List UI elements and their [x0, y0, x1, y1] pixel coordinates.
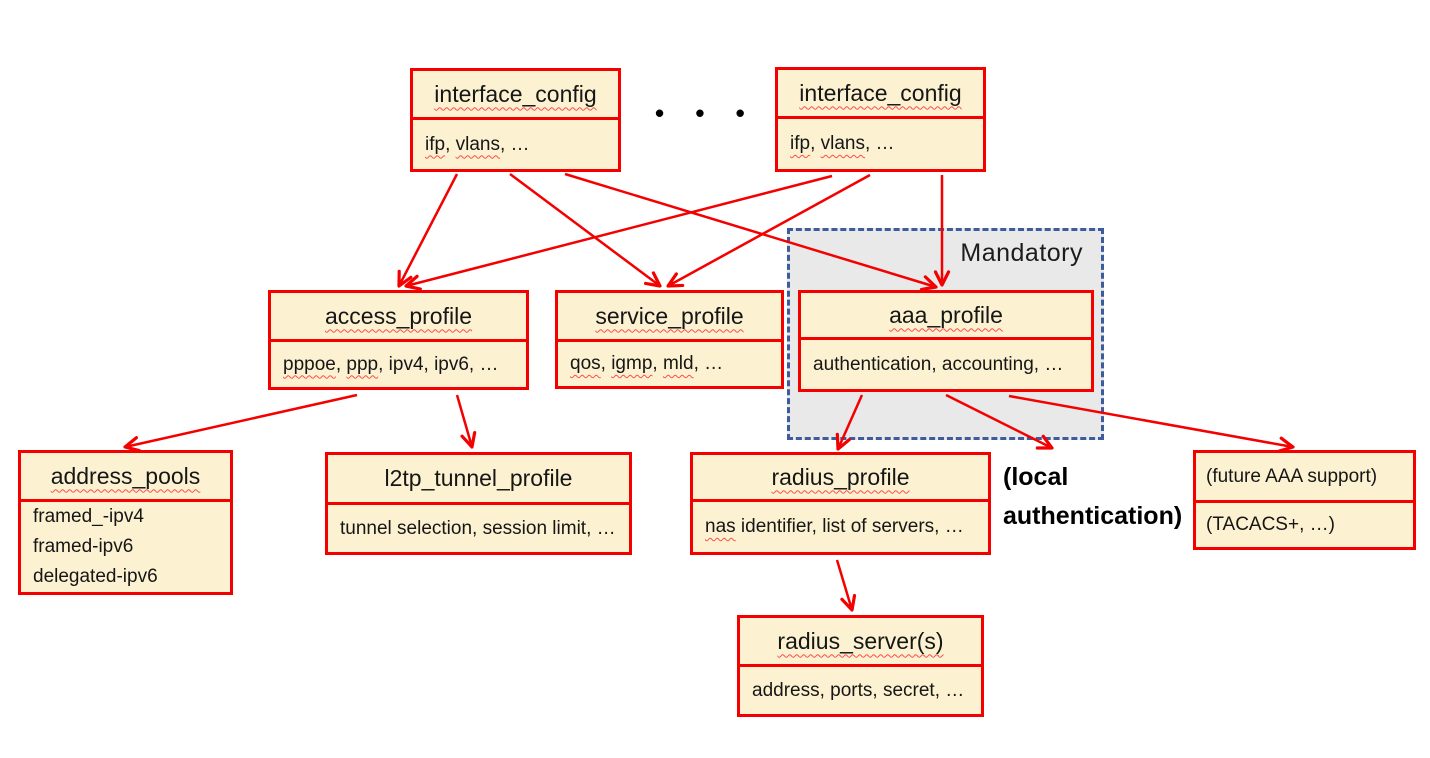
local-authentication-note: (local authentication) — [1003, 458, 1182, 536]
box-body: authentication, accounting, … — [801, 340, 1091, 389]
body-text-segment: ifp — [790, 133, 811, 154]
body-text-segment: , ipv4, ipv6, … — [378, 353, 499, 375]
body-text-segment: , … — [865, 133, 895, 154]
box-body-line: ifp, vlans, … — [425, 130, 618, 160]
arrow-access-to-address-pools — [123, 393, 358, 453]
box-radius-profile: radius_profile nas identifier, list of s… — [690, 452, 991, 555]
body-text-segment: , — [652, 353, 663, 374]
box-body: nas identifier, list of servers, … — [693, 502, 988, 552]
box-title: service_profile — [558, 293, 781, 342]
body-text-segment: vlans — [820, 133, 865, 154]
box-interface-config-right: interface_config ifp, vlans, … — [775, 67, 986, 172]
box-service-profile: service_profile qos, igmp, mld, … — [555, 290, 784, 389]
box-title-text: l2tp_tunnel_profile — [384, 465, 573, 491]
box-body-line: (TACACS+, …) — [1206, 510, 1413, 540]
body-text-segment: vlans — [455, 133, 500, 155]
box-body: tunnel selection, session limit, … — [328, 505, 629, 552]
box-title-text: address_pools — [50, 462, 201, 489]
body-text-segment: pppoe — [283, 353, 336, 375]
box-title: address_pools — [21, 453, 230, 502]
arrow-ifc-left-to-service-profile — [509, 172, 662, 288]
box-radius-servers: radius_server(s) address, ports, secret,… — [737, 615, 984, 717]
box-body-line: framed-ipv6 — [33, 532, 230, 562]
local-auth-line2: authentication) — [1003, 502, 1183, 530]
body-text-segment: identifier, list of servers, … — [735, 516, 964, 537]
arrow-access-to-l2tp-tunnel — [455, 394, 477, 449]
body-text-segment: address, ports, secret, … — [752, 679, 965, 701]
body-text-segment: ppp — [346, 353, 379, 375]
box-body: qos, igmp, mld, … — [558, 342, 781, 386]
local-auth-line1: (local — [1003, 463, 1069, 491]
box-title-text: access_profile — [324, 302, 473, 329]
body-text-segment: authentication, accounting, … — [813, 353, 1064, 375]
body-text-segment: delegated-ipv6 — [33, 566, 158, 587]
box-access-profile: access_profile pppoe, ppp, ipv4, ipv6, … — [268, 290, 529, 390]
arrow-ifc-left-to-access-profile — [397, 173, 459, 288]
box-body: (TACACS+, …) — [1196, 503, 1413, 547]
box-title: l2tp_tunnel_profile — [328, 455, 629, 505]
body-text-segment: , … — [693, 353, 724, 374]
body-text-segment: (TACACS+, …) — [1206, 514, 1335, 535]
box-body: pppoe, ppp, ipv4, ipv6, … — [271, 342, 526, 387]
box-body-line: nas identifier, list of servers, … — [705, 512, 988, 542]
box-body-line: ifp, vlans, … — [790, 129, 983, 159]
arrow-ifc-right-to-access-profile — [404, 174, 833, 291]
box-future-aaa-support: (future AAA support) (TACACS+, …) — [1193, 450, 1416, 550]
box-title-text: aaa_profile — [889, 301, 1003, 328]
box-body-line: framed_-ipv4 — [33, 502, 230, 532]
box-interface-config-left: interface_config ifp, vlans, … — [410, 68, 621, 172]
box-title-text: interface_config — [434, 80, 597, 107]
box-title: interface_config — [778, 70, 983, 119]
box-body-line: qos, igmp, mld, … — [570, 349, 781, 379]
box-body-line: authentication, accounting, … — [813, 350, 1091, 380]
box-title-text: (future AAA support) — [1206, 465, 1378, 487]
body-text-segment: , — [600, 353, 612, 374]
box-body-line: address, ports, secret, … — [752, 676, 981, 706]
body-text-segment: mld — [662, 353, 694, 374]
box-title: (future AAA support) — [1196, 453, 1413, 503]
box-title: interface_config — [413, 71, 618, 120]
box-aaa-profile: aaa_profile authentication, accounting, … — [798, 290, 1094, 392]
body-text-segment: , — [335, 353, 347, 375]
box-body-line: delegated-ipv6 — [33, 562, 230, 592]
mandatory-label: Mandatory — [960, 239, 1083, 267]
box-title: radius_profile — [693, 455, 988, 502]
body-text-segment: ifp — [425, 133, 446, 155]
box-title-text: radius_profile — [771, 463, 910, 490]
box-title: access_profile — [271, 293, 526, 342]
body-text-segment: framed-ipv6 — [33, 536, 134, 557]
body-text-segment: igmp — [611, 353, 653, 374]
box-body-line: tunnel selection, session limit, … — [340, 514, 629, 544]
body-text-segment: framed_-ipv4 — [33, 506, 144, 527]
box-address-pools: address_pools framed_-ipv4 framed-ipv6 d… — [18, 450, 233, 595]
box-l2tp-tunnel-profile: l2tp_tunnel_profile tunnel selection, se… — [325, 452, 632, 555]
box-body: address, ports, secret, … — [740, 667, 981, 714]
box-title: radius_server(s) — [740, 618, 981, 667]
arrow-radius-profile-to-radius-servers — [835, 559, 857, 612]
body-text-segment: qos — [570, 353, 601, 374]
body-text-segment: , — [810, 133, 821, 154]
body-text-segment: , … — [500, 133, 530, 155]
box-title-text: interface_config — [799, 79, 962, 106]
body-text-segment: nas — [705, 516, 736, 537]
box-title: aaa_profile — [801, 293, 1091, 340]
body-text-segment: , — [445, 133, 456, 155]
box-title-text: radius_server(s) — [777, 627, 944, 654]
box-body: framed_-ipv4 framed-ipv6 delegated-ipv6 — [21, 502, 230, 592]
box-title-text: service_profile — [595, 302, 744, 329]
ellipsis-dots: • • • — [655, 98, 757, 128]
box-body-line: pppoe, ppp, ipv4, ipv6, … — [283, 350, 526, 380]
box-body: ifp, vlans, … — [778, 119, 983, 169]
body-text-segment: tunnel selection, session limit, … — [340, 517, 616, 539]
box-body: ifp, vlans, … — [413, 120, 618, 169]
